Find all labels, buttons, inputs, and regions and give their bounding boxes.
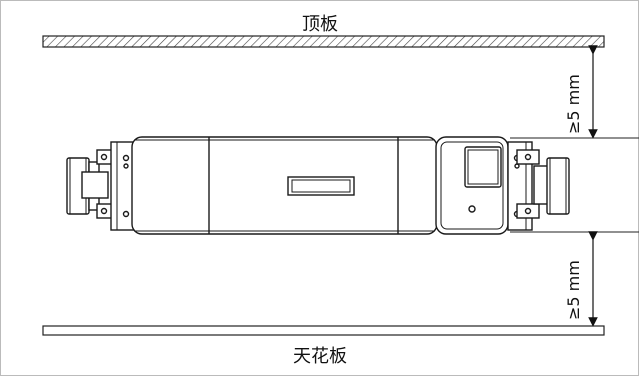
bottom-gap-label: ≥5 mm xyxy=(564,260,583,320)
right-mounting-bracket xyxy=(516,149,551,219)
control-knob xyxy=(468,205,476,213)
center-handle xyxy=(287,176,355,196)
top-panel xyxy=(42,35,605,48)
top-gap-label: ≥5 mm xyxy=(564,74,583,134)
ventilation-unit xyxy=(66,136,570,235)
bottom-panel-label: 天花板 xyxy=(293,346,347,367)
right-duct-connector xyxy=(546,157,570,215)
control-display xyxy=(464,146,502,188)
bottom-panel xyxy=(42,325,605,336)
left-end-housing xyxy=(110,141,136,231)
top-panel-label: 顶板 xyxy=(302,14,338,35)
main-body xyxy=(131,136,438,235)
